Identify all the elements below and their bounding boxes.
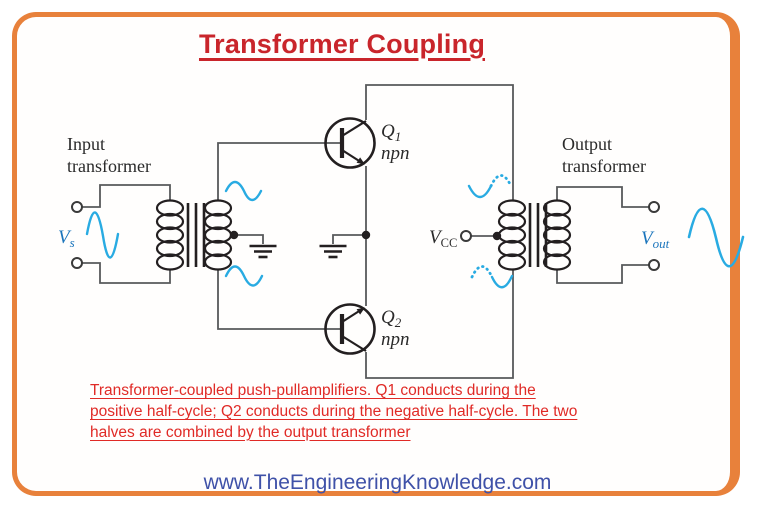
vs-label: Vs xyxy=(58,227,75,250)
input-primary-top-wire xyxy=(82,184,171,208)
vcc-label: VCC xyxy=(429,227,457,250)
emitter-ground-wire xyxy=(332,234,366,244)
input-transformer-label-line1: Input xyxy=(67,134,105,154)
vout-label: Vout xyxy=(641,228,670,251)
q2-halfcycle-dotted-wave xyxy=(470,265,494,279)
transistor-q1 xyxy=(324,117,376,169)
q2-type-label: npn xyxy=(381,329,410,350)
input-centertap-ground-wire xyxy=(234,234,264,244)
secondary-to-q2-base-wire xyxy=(217,269,341,330)
output-secondary-bottom-wire xyxy=(556,264,649,284)
q1-halfcycle-dotted-wave xyxy=(489,174,513,188)
q1-label: Q1 xyxy=(381,121,401,144)
input-terminal-top xyxy=(71,201,83,213)
vs-sine-wave xyxy=(85,211,120,259)
waveforms xyxy=(85,174,745,289)
input-transformer-label-line2: transformer xyxy=(67,156,151,176)
output-transformer-label-line2: transformer xyxy=(562,156,646,176)
q2-halfcycle-solid-wave xyxy=(490,274,514,289)
output-terminal-top xyxy=(648,201,660,213)
output-primary-coil xyxy=(497,199,527,271)
input-primary-bottom-wire xyxy=(82,262,171,284)
q2-emitter-arrow xyxy=(356,307,365,315)
q2-label: Q2 xyxy=(381,307,402,330)
figure-caption: Transformer-coupled push-pullamplifiers.… xyxy=(90,381,660,443)
page-title: Transformer Coupling xyxy=(198,29,486,59)
secondary-to-q1-base-wire xyxy=(217,142,341,201)
output-transformer xyxy=(497,199,572,271)
input-core xyxy=(186,201,206,269)
vout-sine-wave xyxy=(687,207,745,268)
input-transformer xyxy=(155,199,233,271)
junction-dots xyxy=(229,230,502,241)
q1-type-label: npn xyxy=(381,143,410,164)
vcc-terminal xyxy=(460,230,472,242)
input-centertap-ground-symbol xyxy=(248,244,278,259)
emitter-ground-symbol xyxy=(318,244,348,259)
q1-halfcycle-solid-wave xyxy=(467,184,493,199)
output-terminal-bottom xyxy=(648,259,660,271)
transistor-q2 xyxy=(324,303,376,355)
output-secondary-coil xyxy=(542,199,572,271)
q1-emitter-arrow xyxy=(356,157,365,165)
input-secondary-coil xyxy=(203,199,233,271)
output-centertap-dot xyxy=(492,231,502,241)
orange-border-frame xyxy=(12,12,740,496)
secondary-bottom-sine-wave xyxy=(224,265,264,287)
emitter-junction-dot xyxy=(361,230,371,240)
website-watermark: www.TheEngineeringKnowledge.com xyxy=(203,471,552,494)
output-transformer-label-line1: Output xyxy=(562,134,612,154)
output-secondary-top-wire xyxy=(556,186,649,208)
q2-collector-rail-wire xyxy=(365,269,514,379)
input-primary-coil xyxy=(155,199,185,271)
caption-line: positive half-cycle; Q2 conducts during … xyxy=(90,402,578,420)
input-centertap-dot xyxy=(229,230,239,240)
schematic-labels: Input transformer Output transformer Vs … xyxy=(58,121,670,350)
caption-line: Transformer-coupled push-pullamplifiers.… xyxy=(90,382,536,399)
caption-line: halves are combined by the output transf… xyxy=(90,423,411,441)
q1-collector-rail-wire xyxy=(365,84,514,201)
input-terminal-bottom xyxy=(71,257,83,269)
secondary-top-sine-wave xyxy=(224,180,263,202)
terminals xyxy=(71,201,660,271)
